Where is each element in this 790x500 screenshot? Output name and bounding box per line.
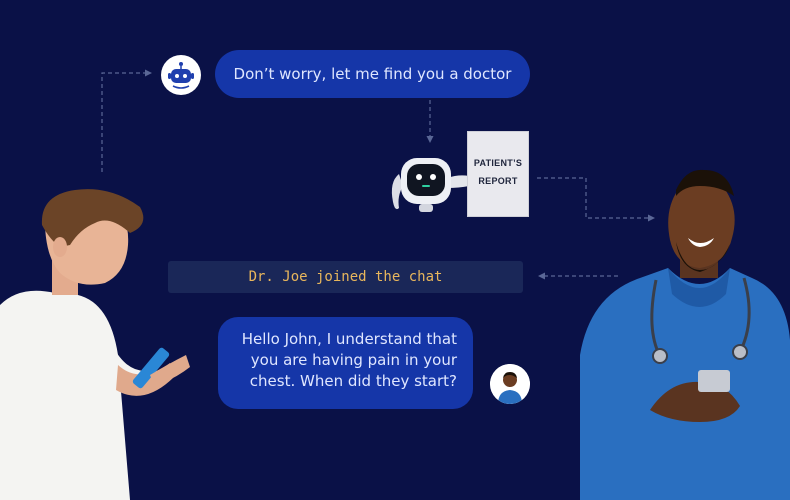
- arrowhead-status: [538, 272, 545, 280]
- doctor-joined-status: Dr. Joe joined the chat: [168, 261, 523, 293]
- arrowhead-doctor: [648, 214, 655, 222]
- bot-avatar: [161, 55, 201, 95]
- arrowhead-robot: [426, 136, 434, 143]
- report-title-line-1: PATIENT’S: [473, 158, 523, 168]
- bot-message-text: Don’t worry, let me find you a doctor: [233, 65, 512, 83]
- doctor-message-line-2: you are having pain in your: [250, 351, 457, 369]
- doctor-message-line-1: Hello John, I understand that: [241, 330, 457, 348]
- robot-assistant-icon: [391, 158, 469, 212]
- patient-john-illustration: [0, 189, 190, 500]
- doctor-avatar: [490, 364, 530, 404]
- arrowhead-bot: [145, 69, 152, 77]
- connector-user-to-bot: [101, 72, 145, 172]
- doctor-joined-text: Dr. Joe joined the chat: [248, 269, 443, 285]
- patients-report-document: PATIENT’S REPORT: [467, 131, 529, 217]
- bot-message-bubble: Don’t worry, let me find you a doctor: [215, 50, 530, 98]
- report-title-line-2: REPORT: [478, 176, 518, 186]
- doctor-message-line-3: chest. When did they start?: [249, 372, 457, 390]
- robot-face-icon: [168, 62, 194, 89]
- doctor-joe-illustration: [580, 169, 790, 500]
- doctor-avatar-icon: [490, 364, 530, 404]
- connector-report-to-doctor: [537, 177, 648, 219]
- doctor-message-bubble: Hello John, I understand that you are ha…: [218, 317, 473, 409]
